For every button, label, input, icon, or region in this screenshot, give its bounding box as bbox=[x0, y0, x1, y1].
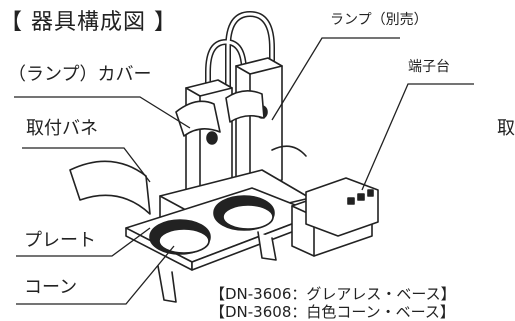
cones bbox=[149, 195, 275, 255]
model-note-3608: 【DN-3608：白色コーン・ベース】 bbox=[210, 303, 455, 321]
label-cone: コーン bbox=[24, 277, 78, 298]
label-edge: 取 bbox=[497, 118, 515, 139]
model-note-3606: 【DN-3606：グレアレス・ベース】 bbox=[210, 285, 456, 303]
diagram-title: 【 器具構成図 】 bbox=[0, 10, 177, 35]
label-plate: プレート bbox=[24, 230, 96, 251]
leader-lines bbox=[14, 37, 474, 305]
lamp-rear bbox=[235, 57, 283, 189]
lamp-cover bbox=[175, 90, 265, 137]
label-cover: （ランプ）カバー bbox=[8, 64, 152, 85]
terminal-box bbox=[291, 177, 379, 257]
label-lamp: ランプ（別売） bbox=[330, 12, 428, 28]
mounting-spring bbox=[69, 160, 151, 215]
label-terminal: 端子台 bbox=[408, 59, 450, 75]
label-spring: 取付バネ bbox=[26, 118, 98, 139]
